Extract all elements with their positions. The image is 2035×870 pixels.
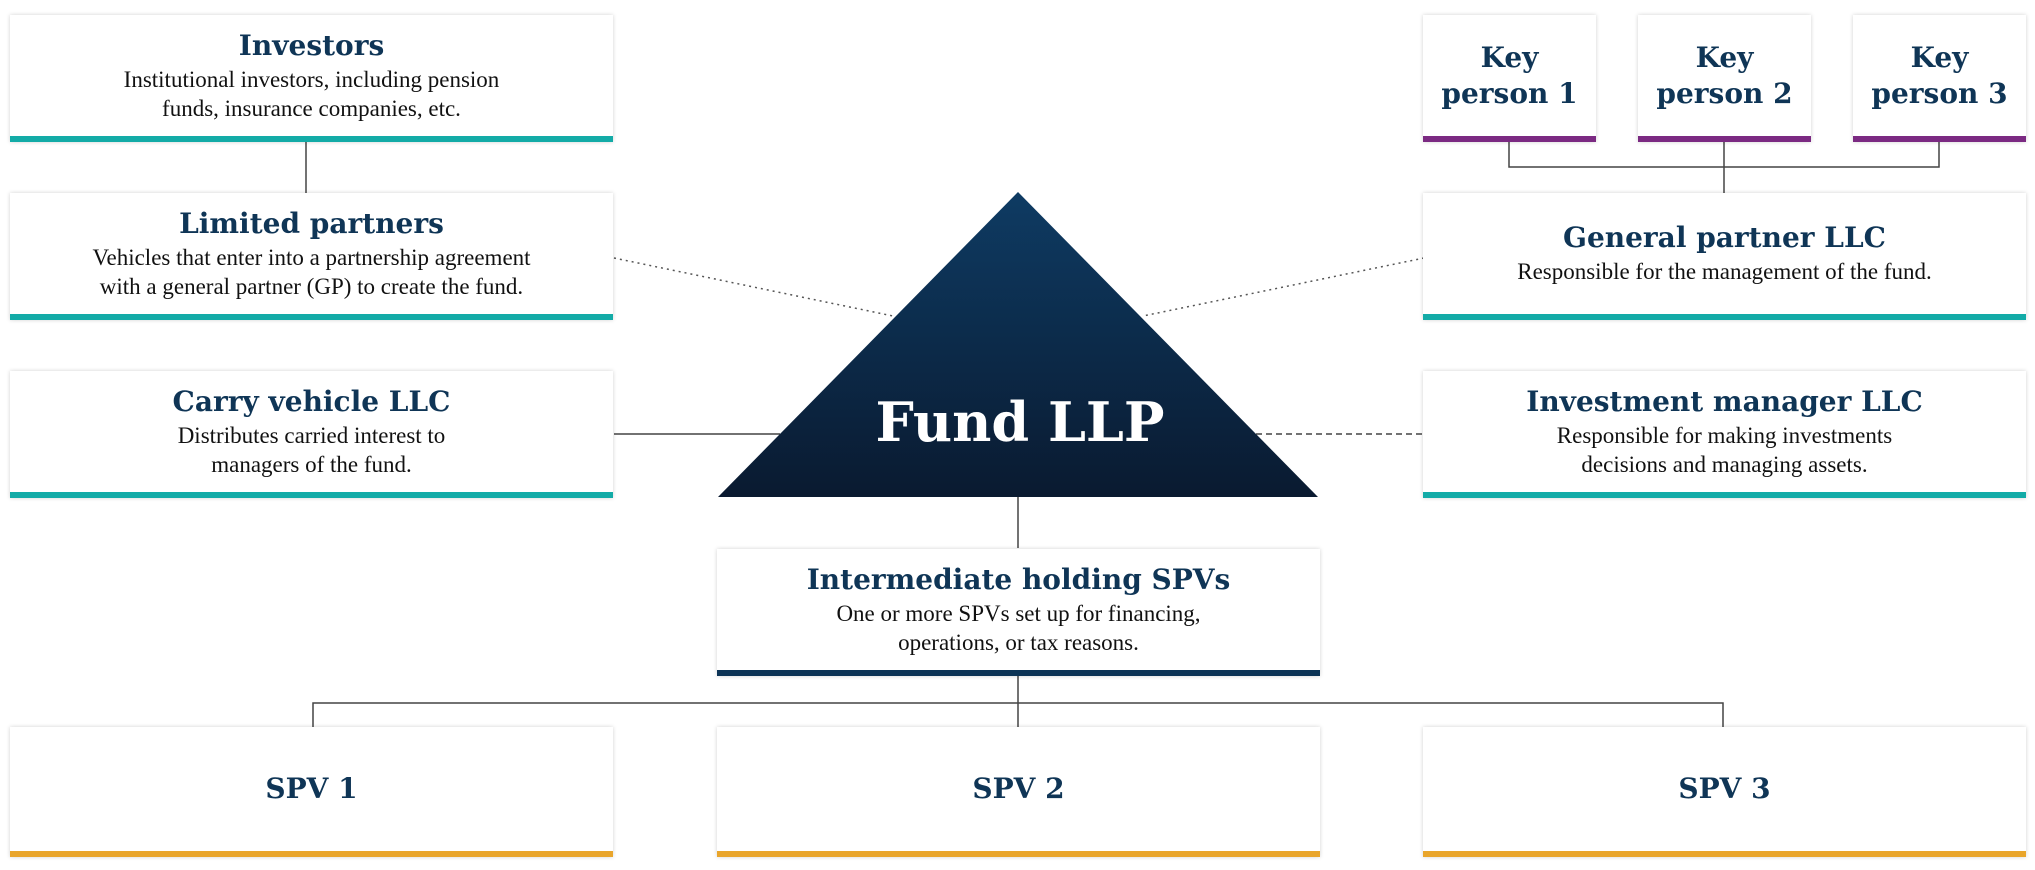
investors-desc: Institutional investors, including pensi… <box>124 65 500 123</box>
key-person-1-box: Key person 1 <box>1423 15 1596 142</box>
intermediate-spvs-title: Intermediate holding SPVs <box>806 562 1231 596</box>
key-person-1-line1: Key <box>1480 40 1539 74</box>
key-person-2-line1: Key <box>1695 40 1754 74</box>
carry-vehicle-desc: Distributes carried interest to managers… <box>178 421 446 479</box>
spv-1-box: SPV 1 <box>10 727 613 857</box>
key-person-3-line1: Key <box>1910 40 1969 74</box>
intermediate-spvs-desc: One or more SPVs set up for financing, o… <box>836 599 1200 657</box>
investment-manager-desc-line1: Responsible for making investments <box>1556 422 1893 448</box>
carry-vehicle-desc-line2: managers of the fund. <box>211 451 412 477</box>
general-partner-title: General partner LLC <box>1563 221 1886 254</box>
key-person-2-box: Key person 2 <box>1638 15 1811 142</box>
limited-partners-title: Limited partners <box>179 206 444 240</box>
limited-partners-desc-line1: Vehicles that enter into a partnership a… <box>92 244 531 270</box>
investment-manager-box: Investment manager LLC Responsible for m… <box>1423 371 2026 498</box>
spv-3-box: SPV 3 <box>1423 727 2026 857</box>
investors-desc-line2: funds, insurance companies, etc. <box>162 95 461 121</box>
key-person-1-line2: person 1 <box>1441 76 1578 110</box>
intermediate-spvs-desc-line1: One or more SPVs set up for financing, <box>836 600 1201 626</box>
spv-3-label: SPV 3 <box>1678 772 1771 805</box>
investors-box: Investors Institutional investors, inclu… <box>10 15 613 142</box>
key-person-3-line2: person 3 <box>1871 76 2008 110</box>
limited-partners-desc: Vehicles that enter into a partnership a… <box>92 243 530 301</box>
general-partner-box: General partner LLC Responsible for the … <box>1423 193 2026 320</box>
limited-partners-desc-line2: with a general partner (GP) to create th… <box>99 273 524 299</box>
general-partner-desc: Responsible for the management of the fu… <box>1517 259 1932 284</box>
carry-vehicle-desc-line1: Distributes carried interest to <box>177 422 446 448</box>
intermediate-spvs-box: Intermediate holding SPVs One or more SP… <box>717 549 1320 676</box>
fund-triangle <box>718 192 1318 497</box>
gp-fund-dotted-connector <box>1142 257 1425 317</box>
fund-title: Fund LLP <box>875 390 1165 454</box>
key-person-2-line2: person 2 <box>1656 76 1793 110</box>
limited-partners-box: Limited partners Vehicles that enter int… <box>10 193 613 320</box>
investment-manager-title: Investment manager LLC <box>1526 384 1923 418</box>
lp-fund-dotted-connector <box>613 257 894 317</box>
intermediate-spvs-desc-line2: operations, or tax reasons. <box>898 629 1139 655</box>
carry-vehicle-box: Carry vehicle LLC Distributes carried in… <box>10 371 613 498</box>
carry-vehicle-title: Carry vehicle LLC <box>172 384 451 418</box>
investors-title: Investors <box>238 28 385 62</box>
investors-desc-line1: Institutional investors, including pensi… <box>123 66 500 92</box>
spv-2-label: SPV 2 <box>972 772 1065 805</box>
key-person-3-box: Key person 3 <box>1853 15 2026 142</box>
investment-manager-desc-line2: decisions and managing assets. <box>1581 451 1868 477</box>
spv-2-box: SPV 2 <box>717 727 1320 857</box>
investment-manager-desc: Responsible for making investments decis… <box>1557 421 1892 479</box>
spv-bracket <box>312 702 1724 727</box>
spv-1-label: SPV 1 <box>265 772 358 805</box>
